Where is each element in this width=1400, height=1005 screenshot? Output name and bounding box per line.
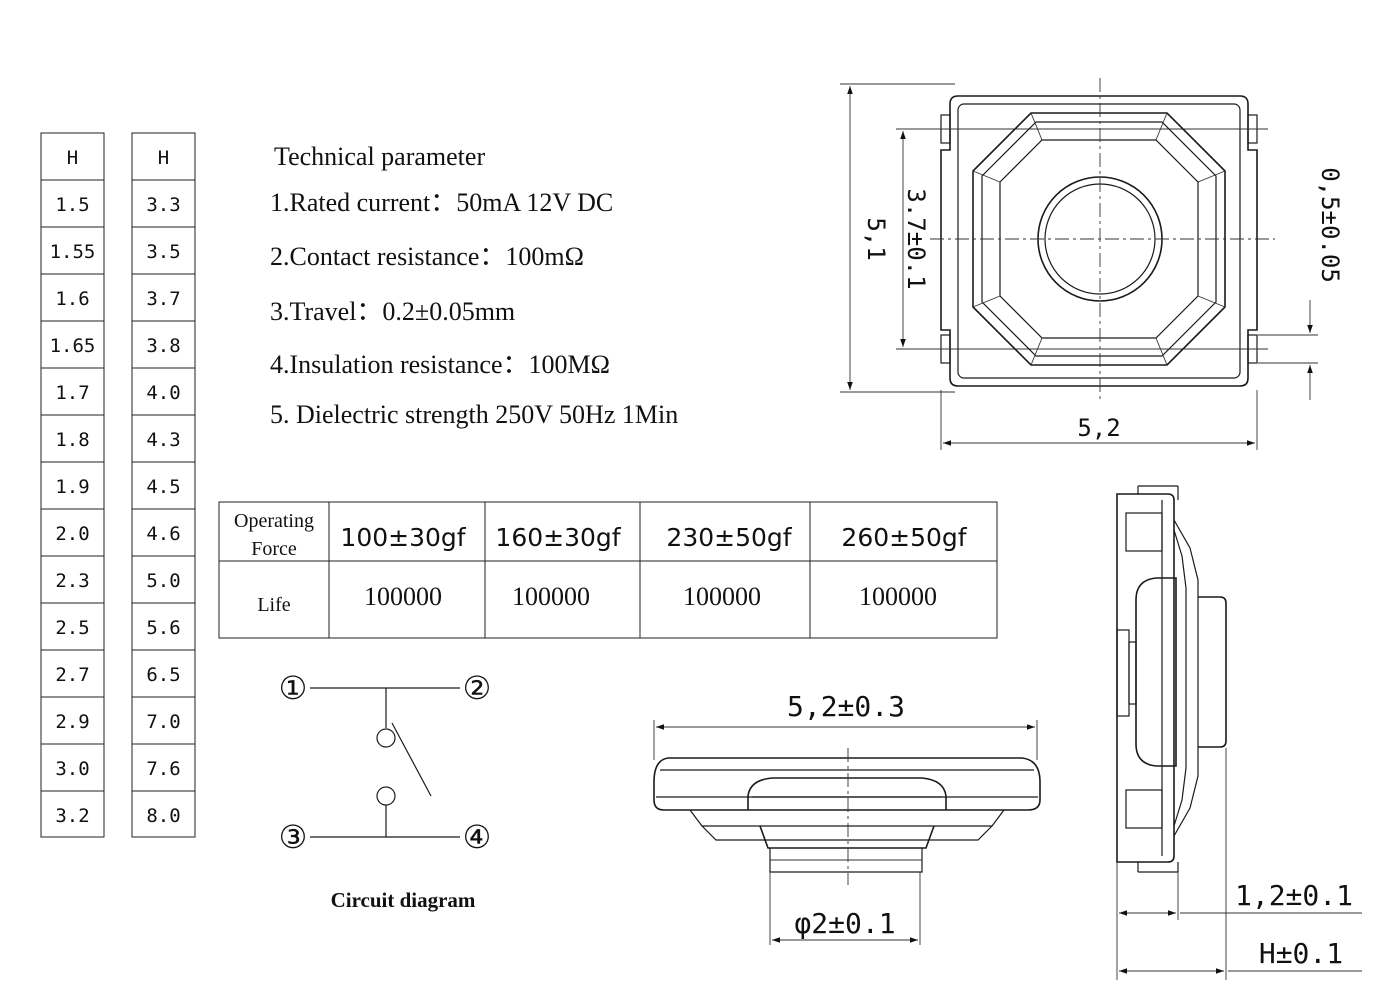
switch-lever [391, 722, 432, 797]
height-table-cell: 2.0 [55, 523, 89, 545]
life-value-3: 100000 [683, 582, 761, 611]
terminal-4: ④ [463, 819, 492, 855]
top-view: 5,1 3.7±0.1 5,2 0,5±0.05 [840, 78, 1344, 450]
life-value-4: 100000 [859, 582, 937, 611]
dim-body-height: 1,2±0.1 [1235, 879, 1353, 912]
height-table-cell: 6.5 [146, 664, 180, 686]
dim-inner-37: 3.7±0.1 [902, 188, 930, 289]
tech-item-1: 1.Rated current：50mA 12V DC [270, 188, 613, 217]
technical-parameters: Technical parameter 1.Rated current：50mA… [270, 142, 678, 429]
dim-pin-05: 0,5±0.05 [1316, 167, 1344, 283]
dim-height-51: 5,1 [862, 217, 890, 260]
height-table-cell: 2.9 [55, 711, 89, 733]
height-table-cell: 2.3 [55, 570, 89, 592]
height-table-cell: 1.9 [55, 476, 89, 498]
life-label: Life [257, 594, 290, 616]
height-table-cell: 7.0 [146, 711, 180, 733]
dim-diameter: φ2±0.1 [794, 907, 895, 940]
height-table-cell: 8.0 [146, 805, 180, 827]
height-table-cell: 1.6 [55, 288, 89, 310]
height-table-cell: 4.0 [146, 382, 180, 404]
terminal-1: ① [279, 670, 308, 706]
circuit-caption: Circuit diagram [331, 888, 476, 912]
tech-item-5: 5. Dielectric strength 250V 50Hz 1Min [270, 400, 678, 429]
contact-upper [376, 728, 396, 748]
height-table-frame [131, 132, 196, 838]
height-table-cell: 1.5 [55, 194, 89, 216]
height-table-header: H [158, 147, 169, 169]
height-table-left: H 1.5 1.55 1.6 1.65 1.7 1.8 1.9 2.0 2.3 2.5 2.7 2.9 3… [40, 132, 105, 838]
height-table-cell: 5.6 [146, 617, 180, 639]
height-table-header: H [67, 147, 78, 169]
height-table-cell: 1.8 [55, 429, 89, 451]
height-table-cell: 5.0 [146, 570, 180, 592]
height-table-cell: 1.55 [50, 241, 96, 263]
height-table-cell: 2.7 [55, 664, 89, 686]
height-table-cell: 3.3 [146, 194, 180, 216]
height-table-cell: 4.5 [146, 476, 180, 498]
terminal-3: ③ [279, 819, 308, 855]
dim-width-52: 5,2 [1077, 414, 1120, 442]
height-table-frame [40, 132, 105, 838]
height-table-cell: 3.0 [55, 758, 89, 780]
dim-total-height: H±0.1 [1259, 937, 1343, 970]
life-value-2: 100000 [512, 582, 590, 611]
force-value-2: 160±30gf [495, 523, 621, 552]
contact-lower [376, 786, 396, 806]
operating-label-line1: Operating [234, 510, 314, 532]
circuit-diagram: ① ② ③ ④ Circuit diagram [279, 670, 492, 912]
height-table-cell: 3.2 [55, 805, 89, 827]
tech-item-4: 4.Insulation resistance：100MΩ [270, 350, 610, 379]
operating-label-line2: Force [251, 538, 297, 560]
height-table-cell: 2.5 [55, 617, 89, 639]
tech-title: Technical parameter [274, 142, 485, 171]
force-value-4: 260±50gf [841, 523, 967, 552]
height-table-cell: 1.7 [55, 382, 89, 404]
tech-item-2: 2.Contact resistance：100mΩ [270, 242, 584, 271]
height-table-cell: 4.6 [146, 523, 180, 545]
tech-item-3: 3.Travel：0.2±0.05mm [270, 297, 515, 326]
height-table-cell: 4.3 [146, 429, 180, 451]
height-table-cell: 3.7 [146, 288, 180, 310]
life-value-1: 100000 [364, 582, 442, 611]
height-table-right: H 3.3 3.5 3.7 3.8 4.0 4.3 4.5 4.6 5.0 5.6 6.5 7.0 7.6… [131, 132, 196, 838]
height-table-cell: 3.8 [146, 335, 180, 357]
force-value-1: 100±30gf [340, 523, 466, 552]
force-value-3: 230±50gf [666, 523, 792, 552]
height-table-cell: 1.65 [50, 335, 96, 357]
front-view: 5,2±0.3 φ2±0.1 [653, 690, 1041, 945]
dim-front-width: 5,2±0.3 [787, 690, 905, 723]
height-table-cell: 3.5 [146, 241, 180, 263]
side-view: 1,2±0.1 H±0.1 [1116, 485, 1362, 980]
height-table-cell: 7.6 [146, 758, 180, 780]
terminal-2: ② [463, 670, 492, 706]
force-life-table: Operating Force Life 100±30gf 160±30gf 2… [218, 501, 998, 639]
